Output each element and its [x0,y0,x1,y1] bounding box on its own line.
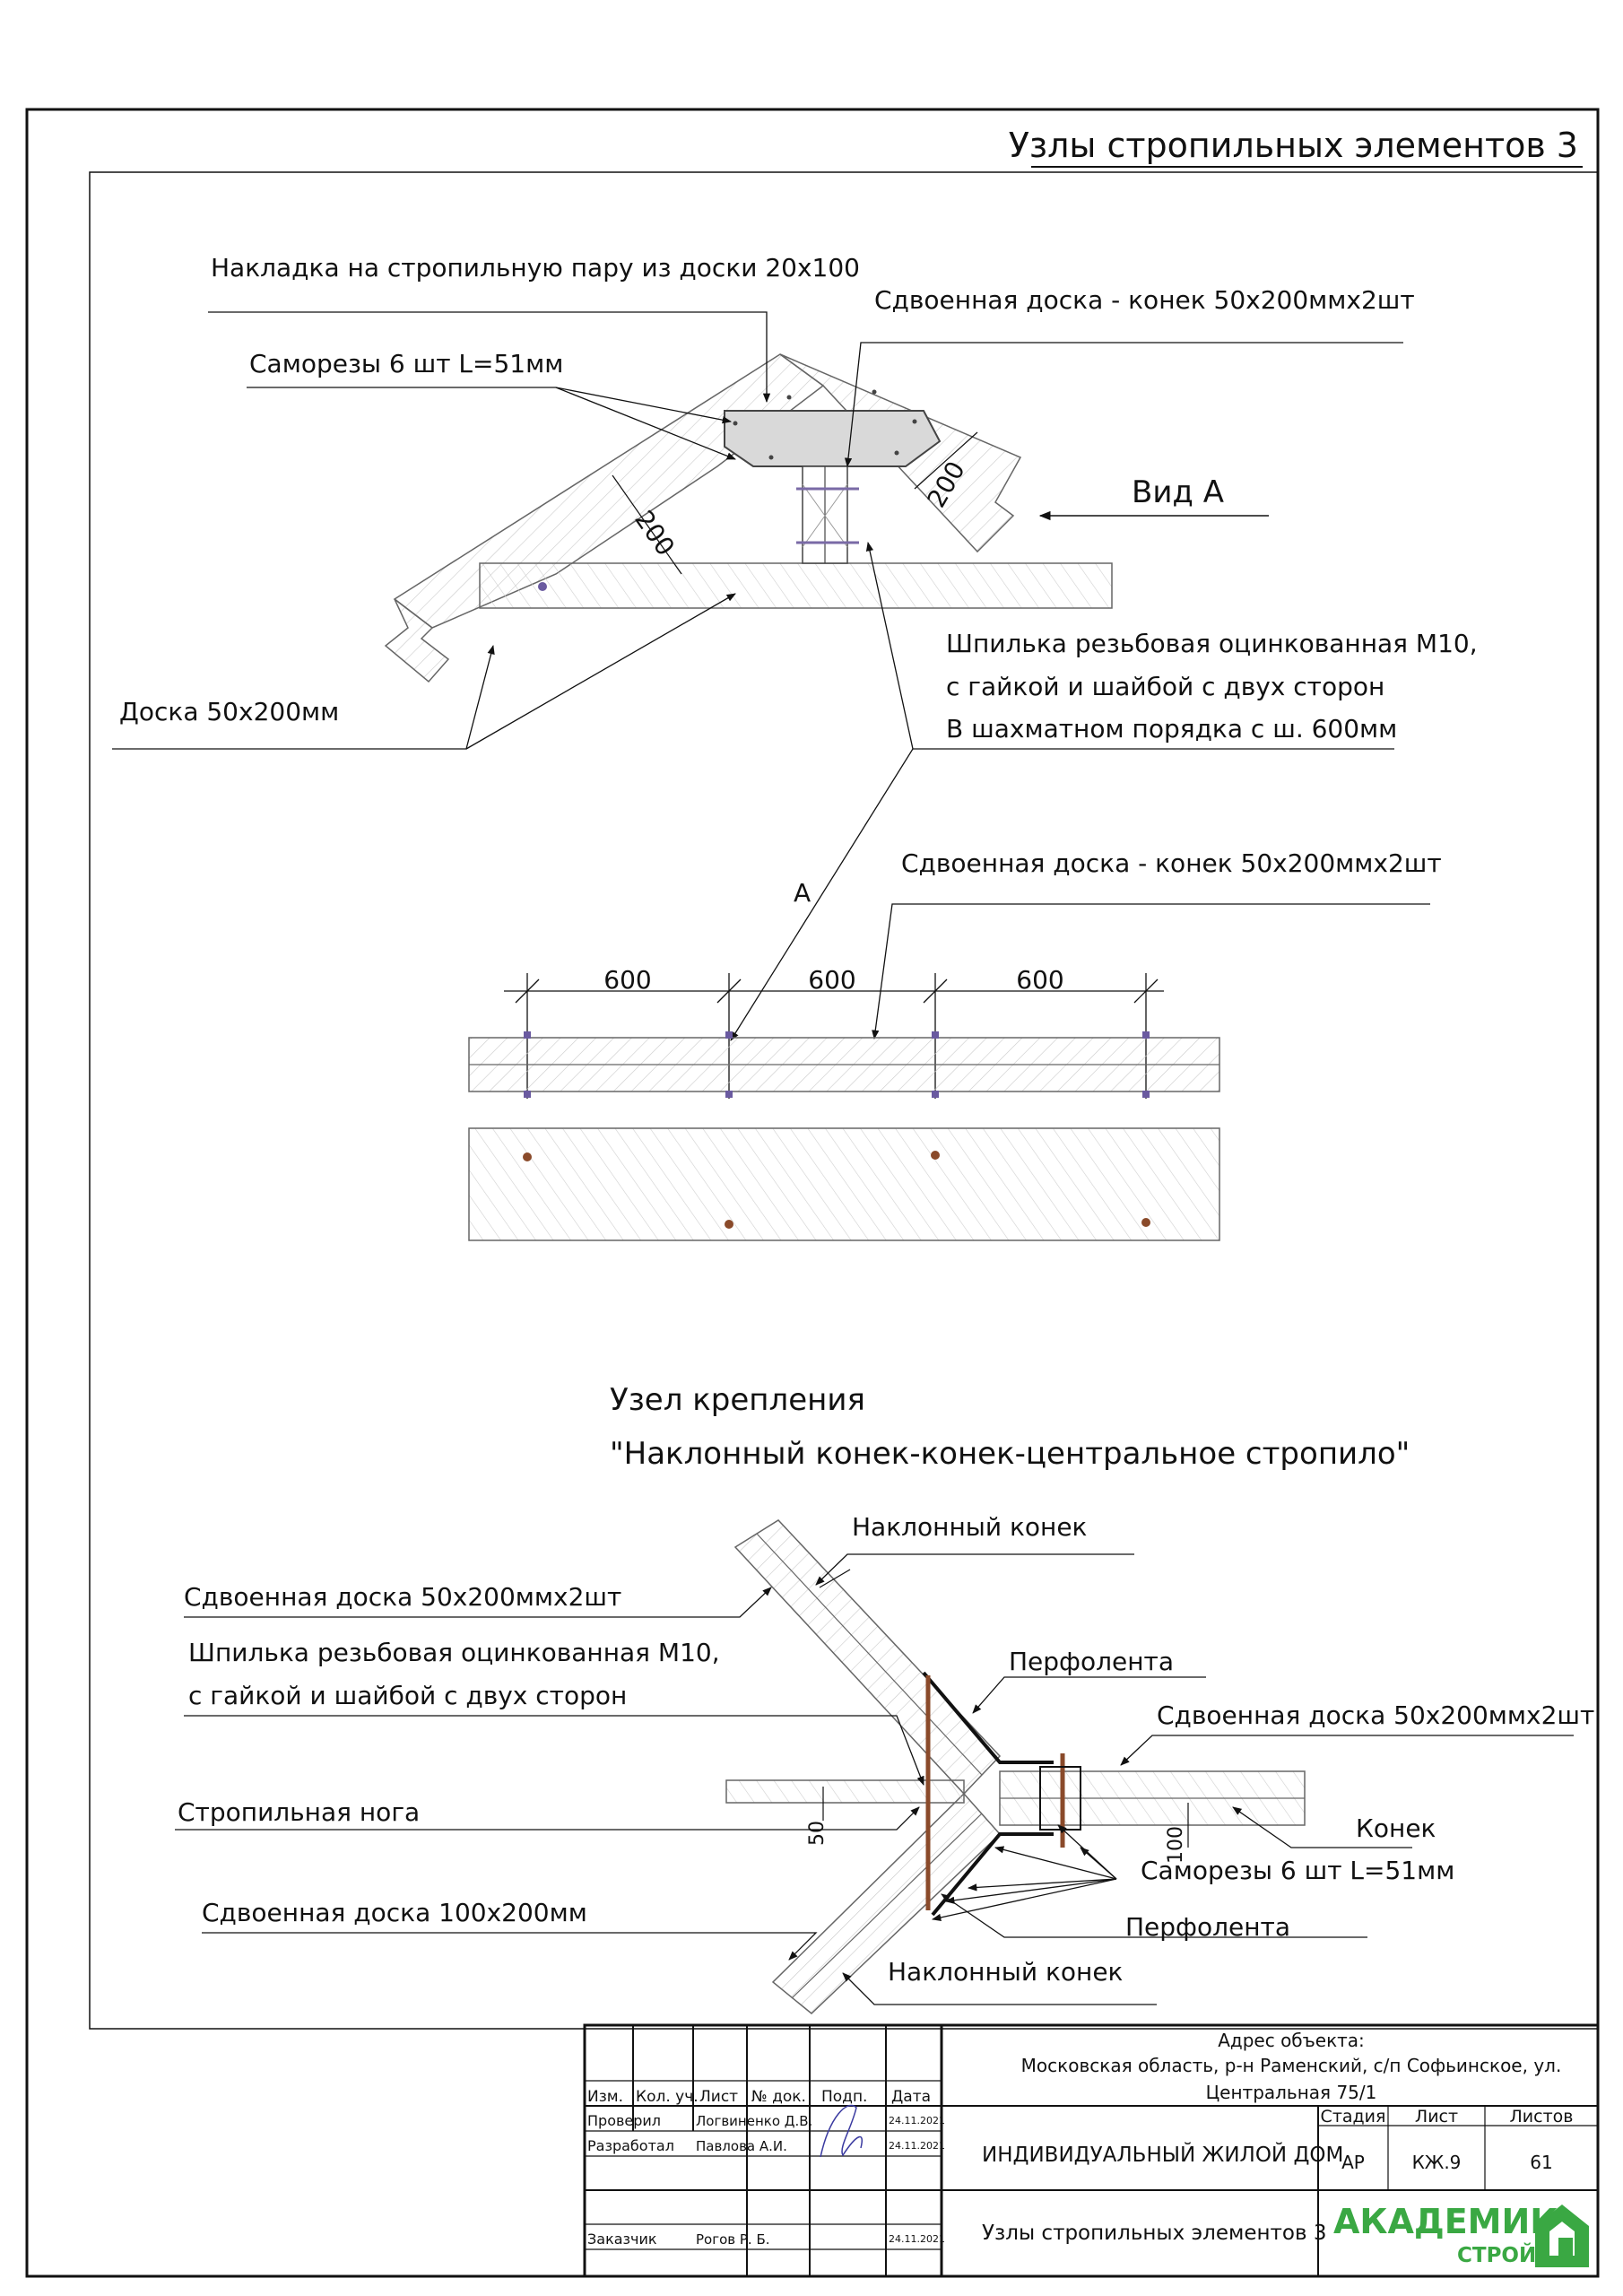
title-block [583,2023,1600,2278]
label-view-a: Вид А [1132,474,1224,510]
label-perfo-bottom: Перфолента [1125,1912,1290,1942]
signature-mark [820,2104,863,2158]
label-stud-3: В шахматном порядка с ш. 600мм [946,714,1397,744]
checked-name: Логвиненко Д.В. [696,2113,812,2129]
sheet-name: Узлы стропильных элементов 3 [982,2222,1326,2245]
dim-50: 50 [806,1821,829,1846]
view-a-detail: Сдвоенная доска - конек 50х200ммх2шт 600… [468,848,1442,1241]
list-value: КЖ.9 [1412,2152,1462,2173]
client-date: 24.11.2021 [889,2233,945,2245]
company-logo: АКАДЕМИК СТРОЙ [1333,2202,1589,2267]
address-line1: Московская область, р-н Раменский, с/п С… [1021,2055,1562,2076]
label-ridge: Конек [1356,1813,1436,1843]
dev-label: Разработал [587,2137,674,2154]
label-ridge-double: Сдвоенная доска - конек 50х200ммх2шт [874,285,1415,315]
hdr-kol: Кол. уч. [636,2088,699,2106]
label-board: Доска 50х200мм [119,697,339,726]
title-block-text: Адрес объекта: Московская область, р-н Р… [587,2030,1589,2267]
label-stud-1-b: Шпилька резьбовая оцинкованная М10, [188,1638,720,1667]
stage-value: АР [1341,2152,1365,2173]
address-label: Адрес объекта: [1218,2030,1365,2051]
spacing-3: 600 [1016,965,1063,995]
label-screws-b: Саморезы 6 шт L=51мм [1141,1856,1454,1885]
left-break [384,598,450,683]
dim-100: 100 [1165,1826,1187,1864]
label-perfo-top: Перфолента [1009,1647,1174,1676]
label-screws: Саморезы 6 шт L=51мм [249,349,563,378]
ridge-junction-detail: Узел крепления "Наклонный конек-конек-це… [175,1382,1594,2014]
label-stud-2: с гайкой и шайбой с двух сторон [946,672,1384,701]
overlay-plate [724,410,942,467]
stage-header: Стадия [1321,2107,1386,2126]
spacing-1: 600 [603,965,651,995]
upper-sloped-ridge [733,1519,1002,1796]
hdr-izm: Изм. [587,2088,623,2106]
bottom-board [479,562,1113,609]
label-rafter-leg: Стропильная нога [178,1797,420,1827]
hdr-list: Лист [699,2088,738,2106]
ridge-face [468,1127,1220,1241]
dev-date: 24.11.2021 [889,2140,945,2152]
top-ridge-detail: 200 200 Накладка на стропильную пару из … [112,253,1478,1041]
label-a-mark: А [794,878,811,908]
label-double-board: Сдвоенная доска 50х200ммх2шт [184,1582,621,1612]
hdr-podp: Подп. [821,2088,867,2106]
checked-date: 24.11.2021 [889,2115,945,2126]
inner-frame [89,171,1599,2030]
lower-sloped-ridge [771,1792,1002,2014]
label-double-board-100: Сдвоенная доска 100х200мм [202,1898,587,1927]
hdr-doc: № док. [751,2088,806,2106]
label-overlay: Накладка на стропильную пару из доски 20… [211,253,860,283]
node-title-2: "Наклонный конек-конек-центральное строп… [610,1436,1410,1472]
label-stud-1: Шпилька резьбовая оцинкованная М10, [946,629,1478,658]
node-title-1: Узел крепления [610,1382,865,1418]
list-header: Лист [1415,2107,1458,2126]
spacing-2: 600 [808,965,855,995]
address-line2: Центральная 75/1 [1206,2082,1377,2103]
dev-name: Павлова А.И. [696,2138,787,2154]
perfo-tape-bottom [931,1832,1054,1917]
logo-sub: СТРОЙ [1457,2242,1536,2267]
perfo-tape-top [922,1671,1054,1764]
logo-main: АКАДЕМИК [1333,2202,1558,2241]
label-sloped-ridge-top: Наклонный конек [852,1512,1087,1542]
lists-header: Листов [1510,2107,1574,2126]
client-label: Заказчик [587,2231,657,2248]
rafter-leg [725,1779,965,1804]
checked-label: Проверил [587,2112,661,2129]
sheet-title: Узлы стропильных элементов 3 [1009,126,1578,165]
project-name: ИНДИВИДУАЛЬНЫЙ ЖИЛОЙ ДОМ [982,2142,1343,2167]
label-double-board-right: Сдвоенная доска 50х200ммх2шт [1157,1700,1594,1730]
hdr-date: Дата [891,2088,931,2106]
lists-value: 61 [1530,2152,1552,2173]
label-stud-2-b: с гайкой и шайбой с двух сторон [188,1681,627,1710]
label-ridge-double-view: Сдвоенная доска - конек 50х200ммх2шт [901,848,1442,878]
bolt-head [538,582,547,591]
client-name: Рогов Р. Б. [696,2231,770,2248]
label-sloped-ridge-bottom: Наклонный конек [888,1957,1123,1987]
